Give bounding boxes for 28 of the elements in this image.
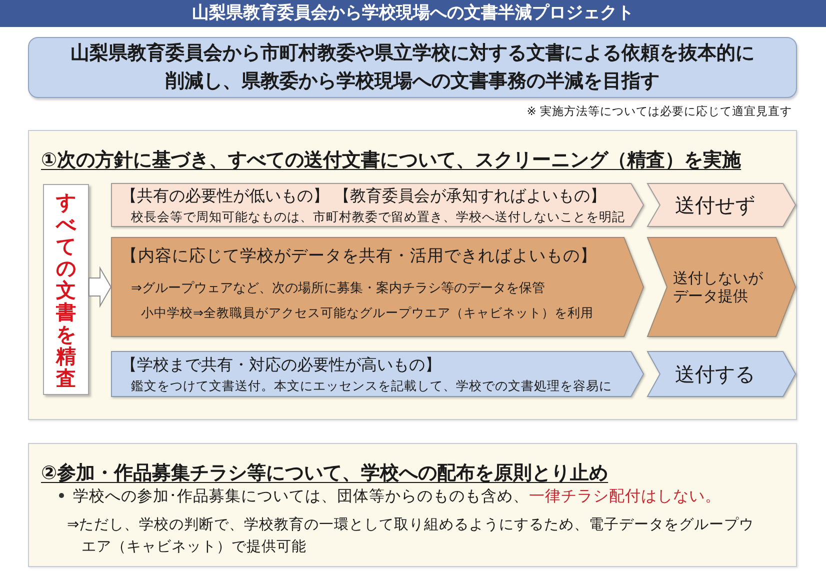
category-heading: 【共有の必要性が低いもの】 【教育委員会が承知すればよいもの】	[121, 186, 606, 206]
category-description: ⇒グループウェアなど、次の場所に募集・案内チラシ等のデータを保管	[131, 281, 545, 297]
bullet-text: 学校への参加･作品募集については、団体等からのものも含め、	[73, 487, 529, 505]
result-panel	[647, 351, 796, 397]
result-label: 送付しないがデータ提供	[673, 269, 764, 305]
section-panel	[28, 130, 797, 420]
category-description: 鑑文をつけて文書送付。本文にエッセンスを記載して、学校での文書処理を容易に	[131, 378, 612, 393]
category-description: 校長会等で周知可能なものは、市町村教委で留め置き、学校へ送付しないことを明記	[131, 209, 625, 224]
section-heading: ①次の方針に基づき、すべての送付文書について、スクリーニング（精査）を実施	[41, 148, 742, 173]
result-panel	[647, 237, 796, 337]
section-panel	[28, 443, 797, 567]
highlighted-text: 一律チラシ配付はしない。	[529, 487, 721, 505]
category-description: 小中学校⇒全教職員がアクセス可能なグループウエア（キャビネット）を利用	[141, 305, 594, 320]
section-heading: ②参加・作品募集チラシ等について、学校への配布を原則とり止め	[41, 461, 608, 486]
note-text: ⇒ただし、学校の判断で、学校教育の一環として取り組めるようにするため、電子データをグループウエア（キャビネット）で提供可能	[67, 516, 756, 558]
result-panel	[647, 183, 796, 227]
result-label: 送付する	[675, 362, 755, 386]
category-panel	[111, 183, 644, 227]
category-heading: 【内容に応じて学校がデータを共有・活用できればよいもの】	[121, 246, 597, 266]
footnote: ※ 実施方法等については必要に応じて適宜見直す	[526, 105, 792, 119]
category-panel	[111, 237, 644, 337]
result-label: 送付せず	[675, 193, 755, 217]
title-banner: 山梨県教育委員会から学校現場への文書半減プロジェクト	[0, 0, 826, 27]
category-panel	[111, 351, 644, 397]
screening-box: すべての文書を精査	[43, 184, 89, 395]
category-heading: 【学校まで共有・対応の必要性が高いもの】	[121, 355, 441, 374]
block-arrow	[88, 266, 112, 308]
summary-box: 山梨県教育委員会から市町村教委や県立学校に対する文書による依頼を抜本的に削減し、県教委から学校現場への文書事務の半減を目指す	[28, 37, 797, 98]
